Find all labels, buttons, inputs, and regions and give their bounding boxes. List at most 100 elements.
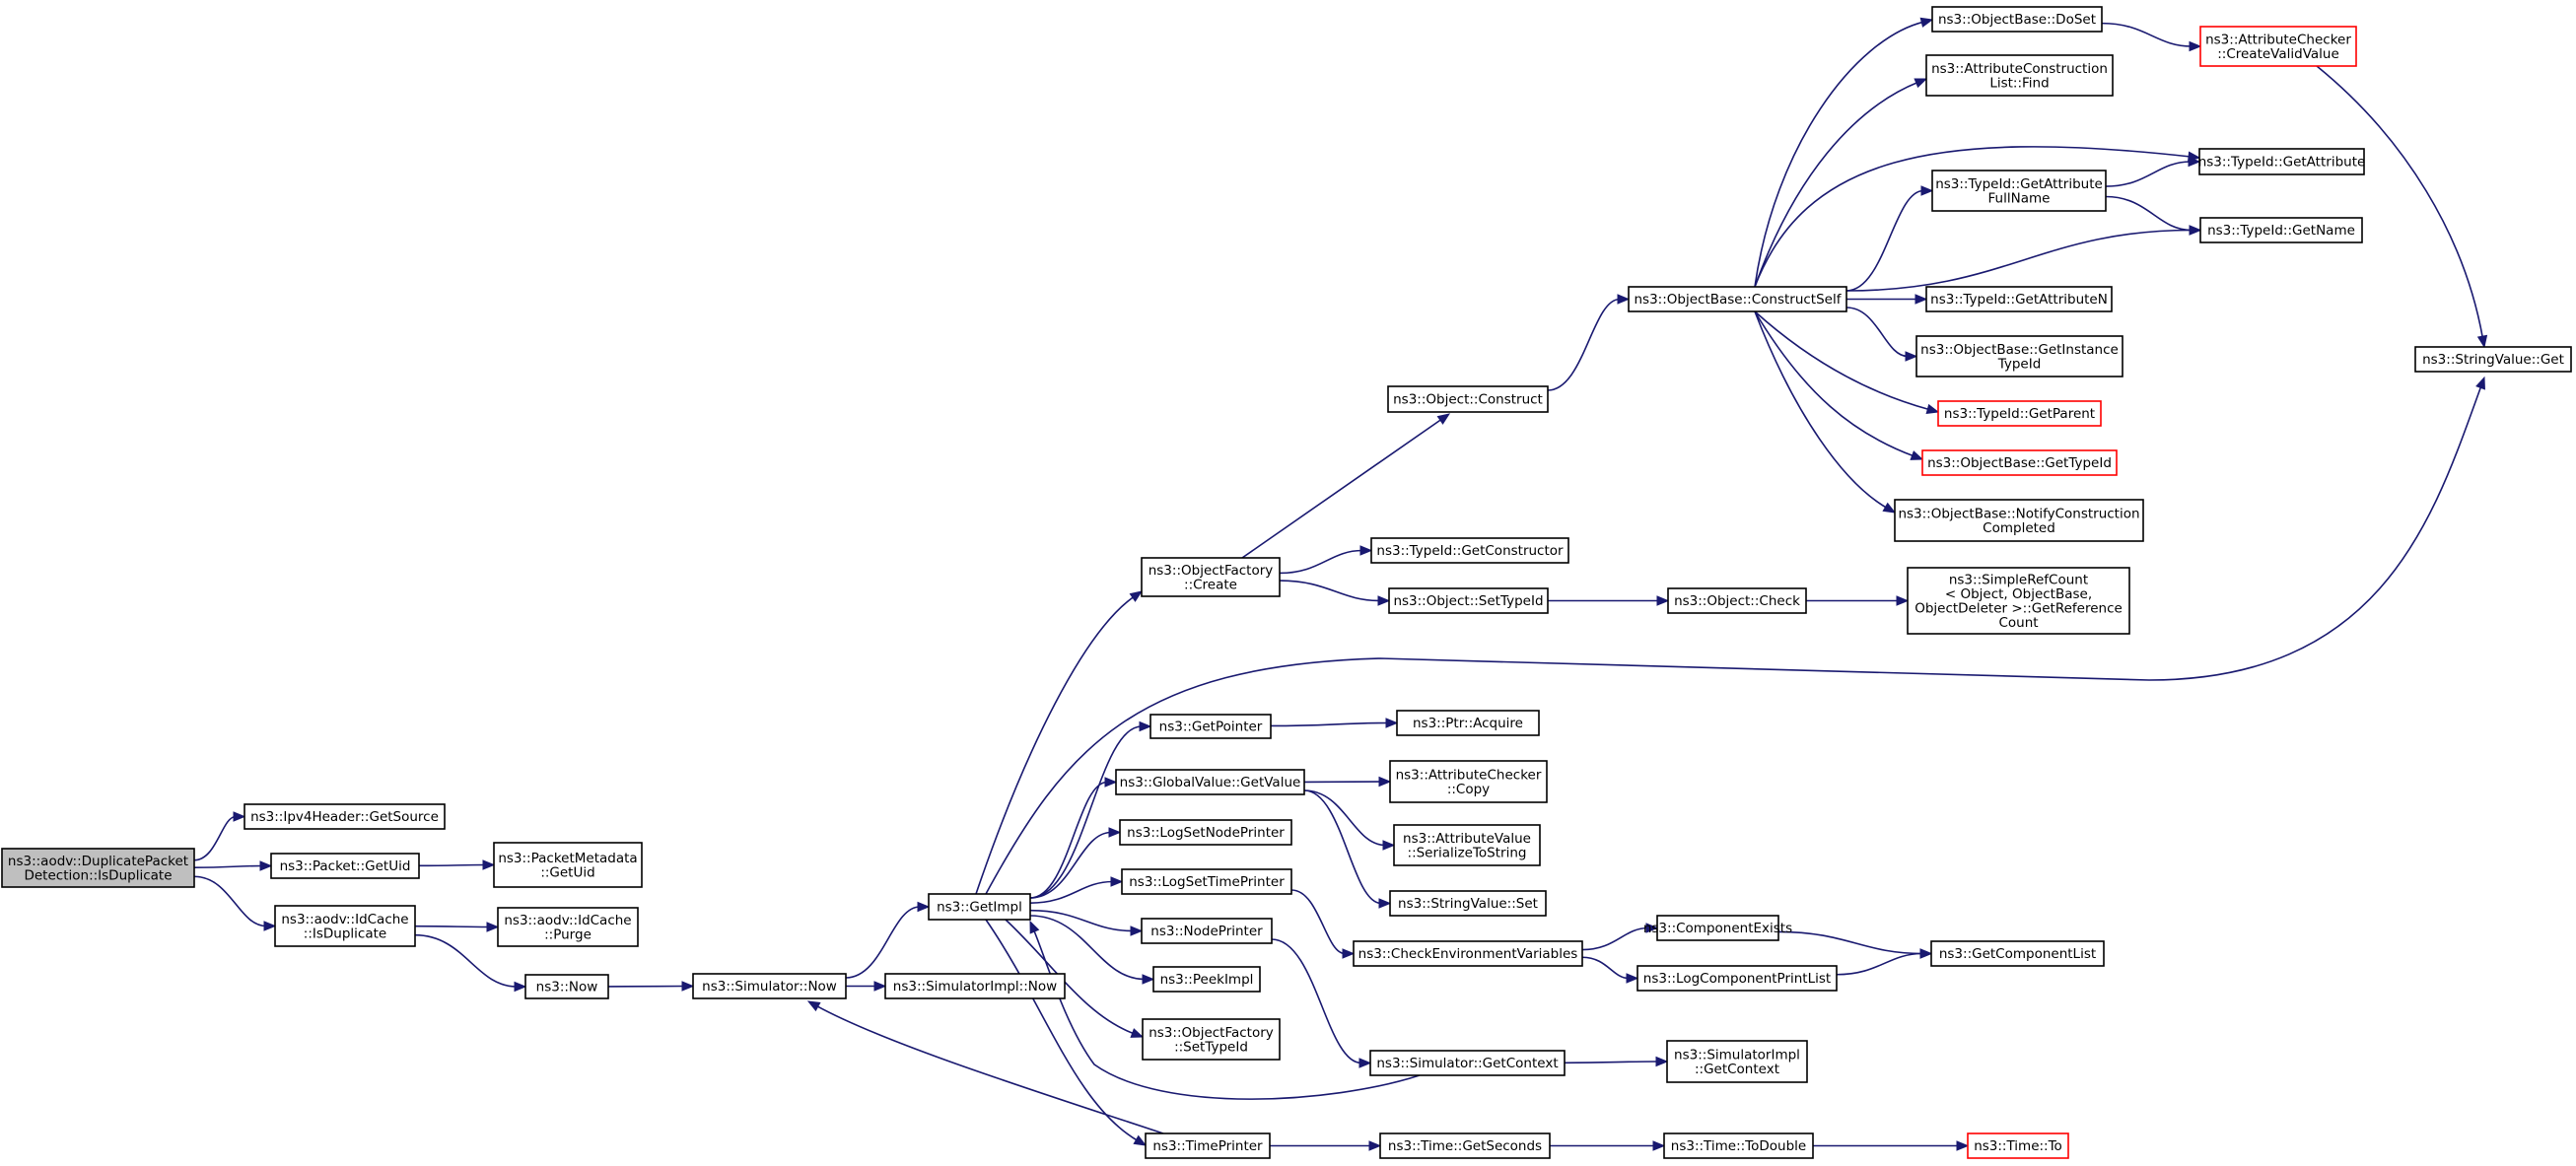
node-TimeGetSeconds[interactable]: ns3::Time::GetSeconds [1379, 1132, 1551, 1159]
node-box [2199, 217, 2363, 243]
node-TIGetParent[interactable]: ns3::TypeId::GetParent [1937, 400, 2102, 427]
node-box [1907, 567, 2130, 635]
edge-ConstructSelf-to-TIGetAttributeN [1845, 294, 1928, 305]
node-box [1915, 335, 2123, 377]
edge-SimNow-to-GetImpl [845, 901, 931, 979]
node-SimpleRefCount[interactable]: ns3::SimpleRefCount< Object, ObjectBase,… [1907, 567, 2130, 635]
node-GetImpl[interactable]: ns3::GetImpl [928, 893, 1031, 921]
node-ObjSetTypeId[interactable]: ns3::Object::SetTypeId [1388, 587, 1549, 614]
arrowhead-icon [1130, 1028, 1145, 1038]
node-OFSetTypeId[interactable]: ns3::ObjectFactory::SetTypeId [1142, 1018, 1281, 1061]
edge-line [1754, 21, 1924, 288]
node-TIGetName[interactable]: ns3::TypeId::GetName [2199, 217, 2363, 243]
arrowhead-icon [1139, 720, 1152, 732]
node-GVGetValue[interactable]: ns3::GlobalValue::GetValue [1115, 769, 1305, 795]
arrowhead-icon [1358, 1058, 1372, 1068]
node-ACCopy[interactable]: ns3::AttributeChecker::Copy [1389, 760, 1548, 803]
node-ComponentExists[interactable]: ns3::ComponentExists [1643, 915, 1792, 941]
node-box [1370, 537, 1569, 564]
node-Purge[interactable]: ns3::aodv::IdCache::Purge [497, 907, 639, 947]
node-GetUid[interactable]: ns3::Packet::GetUid [270, 853, 420, 879]
node-label: ns3::TypeId::GetAttributeN [1930, 292, 2108, 308]
node-PtrAcquire[interactable]: ns3::Ptr::Acquire [1396, 710, 1540, 736]
edge-line [1303, 789, 1382, 905]
arrowhead-icon [2476, 334, 2488, 349]
arrowhead-icon [2189, 40, 2202, 52]
edge-line [1754, 310, 1888, 510]
node-box [270, 853, 420, 879]
node-label: ns3::Now [536, 980, 598, 995]
node-IsDuplicate[interactable]: ns3::aodv::DuplicatePacketDetection::IsD… [1, 848, 195, 888]
node-PeekImpl[interactable]: ns3::PeekImpl [1152, 966, 1261, 993]
node-label: ns3::AttributeChecker [1396, 767, 1542, 783]
node-GetComponentList[interactable]: ns3::GetComponentList [1930, 940, 2105, 967]
node-TimeToDouble[interactable]: ns3::Time::ToDouble [1663, 1132, 1814, 1159]
arrowhead-icon [1133, 1134, 1148, 1146]
node-NodePrinter[interactable]: ns3::NodePrinter [1141, 918, 1273, 944]
node-label: ns3::Ptr::Acquire [1413, 716, 1523, 731]
node-ConstructSelf[interactable]: ns3::ObjectBase::ConstructSelf [1628, 286, 1847, 312]
node-CheckEnv[interactable]: ns3::CheckEnvironmentVariables [1353, 940, 1583, 967]
arrowhead-icon [1385, 718, 1399, 728]
node-TimeTo[interactable]: ns3::Time::To [1967, 1132, 2069, 1159]
edge-GetImpl-to-OFCreate [975, 590, 1144, 895]
node-PMGetUid[interactable]: ns3::PacketMetadata::GetUid [493, 842, 643, 888]
node-SVSet[interactable]: ns3::StringValue::Set [1389, 890, 1547, 917]
node-GetPointer[interactable]: ns3::GetPointer [1149, 714, 1272, 739]
edge-IsDuplicate-to-GetSource [193, 811, 246, 861]
edge-GVGetValue-to-AVSerialize [1303, 789, 1396, 851]
node-LogSetTimePrinter[interactable]: ns3::LogSetTimePrinter [1121, 868, 1292, 895]
node-DoSet[interactable]: ns3::ObjectBase::DoSet [1931, 6, 2103, 33]
arrowhead-icon [806, 1000, 821, 1012]
node-box [1388, 587, 1549, 614]
node-OBGetTypeId[interactable]: ns3::ObjectBase::GetTypeId [1921, 449, 2118, 476]
call-nodes: ns3::aodv::DuplicatePacketDetection::IsD… [1, 6, 2572, 1159]
arrowhead-icon [1925, 403, 1940, 415]
edge-ConstructSelf-to-DoSet [1754, 17, 1934, 288]
node-label: ns3::ObjectBase::GetTypeId [1927, 455, 2112, 471]
node-OFCreate[interactable]: ns3::ObjectFactory::Create [1141, 557, 1281, 597]
node-label: ::GetContext [1695, 1062, 1779, 1077]
node-IdCacheIsDup[interactable]: ns3::aodv::IdCache::IsDuplicate [274, 905, 416, 947]
node-SimNow[interactable]: ns3::Simulator::Now [692, 973, 847, 999]
node-label: ns3::ObjectFactory [1149, 1025, 1274, 1041]
node-NotifyConstruction[interactable]: ns3::ObjectBase::NotifyConstructionCompl… [1894, 499, 2144, 542]
arrowhead-icon [1342, 948, 1356, 959]
node-CreateValidValue[interactable]: ns3::AttributeChecker::CreateValidValue [2199, 26, 2357, 67]
arrowhead-icon [1436, 413, 1451, 425]
node-ObjConstruct[interactable]: ns3::Object::Construct [1387, 385, 1549, 413]
node-SimGetContext[interactable]: ns3::Simulator::GetContext [1369, 1050, 1566, 1076]
node-GetSource[interactable]: ns3::Ipv4Header::GetSource [244, 803, 446, 830]
edge-DoSet-to-CreateValidValue [2101, 22, 2202, 52]
arrowhead-icon [1142, 974, 1155, 985]
edge-line [418, 863, 486, 867]
node-label: ns3::LogSetTimePrinter [1129, 874, 1285, 890]
node-SimImplNow[interactable]: ns3::SimulatorImpl::Now [884, 973, 1066, 999]
node-TIGetAttributeN[interactable]: ns3::TypeId::GetAttributeN [1925, 286, 2113, 312]
node-box [1389, 760, 1548, 803]
node-StringValueGet[interactable]: ns3::StringValue::Get [2414, 346, 2572, 373]
node-LogSetNodePrinter[interactable]: ns3::LogSetNodePrinter [1119, 819, 1292, 846]
edge-IdCacheIsDup-to-Purge [414, 922, 500, 932]
arrowhead-icon [482, 859, 496, 870]
node-SimImplGetContext[interactable]: ns3::SimulatorImpl::GetContext [1666, 1040, 1808, 1083]
node-TIGetConstructor[interactable]: ns3::TypeId::GetConstructor [1370, 537, 1569, 564]
node-LogCompPrintList[interactable]: ns3::LogComponentPrintList [1636, 965, 1838, 992]
node-TIGetAttribute[interactable]: ns3::TypeId::GetAttribute [2198, 148, 2366, 175]
node-label: ::Create [1184, 577, 1237, 592]
edge-GetImpl-to-LogSetTimePrinter [1029, 876, 1124, 904]
node-label: ::CreateValidValue [2217, 46, 2339, 62]
node-box [1937, 400, 2102, 427]
node-Now[interactable]: ns3::Now [524, 974, 609, 999]
node-AVSerialize[interactable]: ns3::AttributeValue::SerializeToString [1393, 824, 1541, 866]
node-box [1149, 714, 1272, 739]
node-box [1396, 710, 1540, 736]
node-TimePrinter[interactable]: ns3::TimePrinter [1145, 1132, 1271, 1159]
edge-CheckEnv-to-ComponentExists [1581, 923, 1659, 951]
edge-line [1271, 938, 1362, 1064]
node-ObjCheck[interactable]: ns3::Object::Check [1667, 587, 1807, 614]
node-box [497, 907, 639, 947]
